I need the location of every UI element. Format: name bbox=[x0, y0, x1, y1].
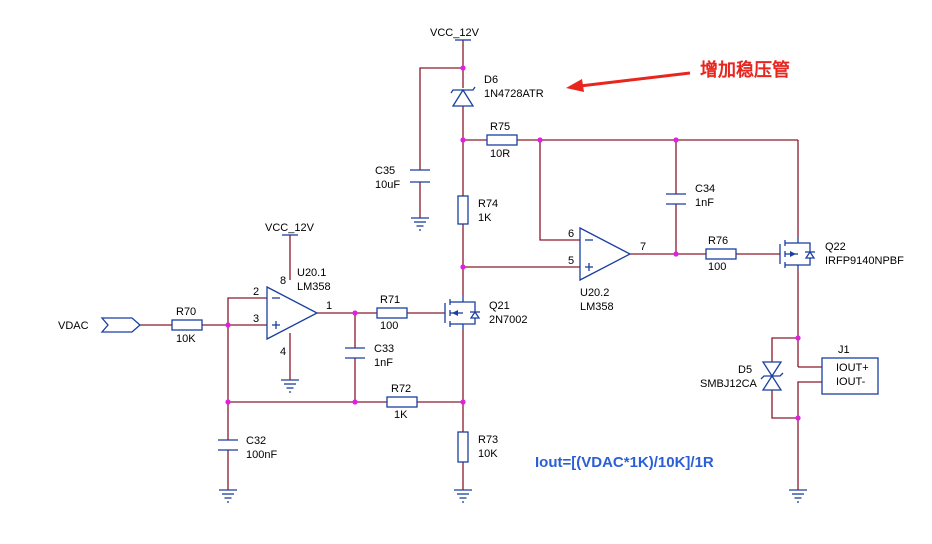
svg-text:R73: R73 bbox=[478, 434, 498, 446]
annotation-arrow: 增加稳压管 bbox=[566, 59, 790, 92]
capacitor-c35: C35 10uF bbox=[375, 165, 430, 231]
svg-text:1K: 1K bbox=[394, 409, 408, 421]
resistor-r75: R75 10R bbox=[486, 121, 518, 160]
svg-text:U20.2: U20.2 bbox=[580, 287, 609, 299]
pmos-q22: Q22 IRFP9140NPBF bbox=[779, 238, 904, 270]
svg-text:IRFP9140NPBF: IRFP9140NPBF bbox=[825, 255, 904, 267]
svg-text:4: 4 bbox=[280, 346, 286, 358]
svg-text:10K: 10K bbox=[176, 333, 196, 345]
svg-text:增加稳压管: 增加稳压管 bbox=[700, 59, 790, 80]
junctions bbox=[225, 65, 801, 421]
svg-text:IOUT+: IOUT+ bbox=[836, 362, 869, 374]
nmos-q21: Q21 2N7002 bbox=[444, 296, 528, 330]
svg-text:VCC_12V: VCC_12V bbox=[265, 222, 315, 234]
svg-text:D5: D5 bbox=[738, 364, 752, 376]
svg-text:6: 6 bbox=[568, 228, 574, 240]
svg-text:C33: C33 bbox=[374, 343, 394, 355]
tvs-diode-d5: D5 SMBJ12CA bbox=[700, 361, 784, 391]
vcc-top: VCC_12V bbox=[430, 27, 480, 41]
vdac-input-port: VDAC bbox=[58, 317, 141, 333]
svg-text:1K: 1K bbox=[478, 212, 492, 224]
svg-text:C32: C32 bbox=[246, 435, 266, 447]
svg-text:1nF: 1nF bbox=[374, 357, 393, 369]
svg-text:1N4728ATR: 1N4728ATR bbox=[484, 88, 544, 100]
svg-text:IOUT-: IOUT- bbox=[836, 376, 866, 388]
svg-text:8: 8 bbox=[280, 275, 286, 287]
svg-text:10uF: 10uF bbox=[375, 179, 400, 191]
capacitor-c33: C33 1nF bbox=[345, 343, 394, 369]
svg-text:3: 3 bbox=[253, 313, 259, 325]
resistor-r74: R74 1K bbox=[457, 195, 498, 225]
svg-text:LM358: LM358 bbox=[297, 281, 331, 293]
svg-text:VCC_12V: VCC_12V bbox=[430, 27, 480, 39]
current-formula: Iout=[(VDAC*1K)/10K]/1R bbox=[535, 454, 714, 471]
svg-text:100: 100 bbox=[380, 320, 398, 332]
svg-text:Q22: Q22 bbox=[825, 241, 846, 253]
svg-text:R70: R70 bbox=[176, 306, 196, 318]
svg-text:R75: R75 bbox=[490, 121, 510, 133]
vcc-opamp: VCC_12V bbox=[265, 222, 315, 236]
svg-text:R72: R72 bbox=[391, 383, 411, 395]
zener-diode-d6: D6 1N4728ATR bbox=[450, 74, 544, 107]
svg-text:1: 1 bbox=[326, 300, 332, 312]
svg-text:R76: R76 bbox=[708, 235, 728, 247]
svg-text:J1: J1 bbox=[838, 344, 850, 356]
svg-text:LM358: LM358 bbox=[580, 301, 614, 313]
svg-text:C35: C35 bbox=[375, 165, 395, 177]
svg-text:7: 7 bbox=[640, 241, 646, 253]
resistor-r76: R76 100 bbox=[705, 235, 737, 273]
svg-text:5: 5 bbox=[568, 255, 574, 267]
svg-text:100nF: 100nF bbox=[246, 449, 277, 461]
svg-text:2N7002: 2N7002 bbox=[489, 314, 528, 326]
resistor-r73: R73 10K bbox=[453, 431, 498, 503]
svg-text:C34: C34 bbox=[695, 183, 715, 195]
capacitor-c32: C32 100nF bbox=[218, 435, 277, 503]
ground-output bbox=[788, 489, 808, 503]
svg-text:SMBJ12CA: SMBJ12CA bbox=[700, 378, 758, 390]
resistor-r70: R70 10K bbox=[171, 306, 203, 345]
wires bbox=[140, 40, 822, 490]
svg-text:Q21: Q21 bbox=[489, 300, 510, 312]
svg-text:10R: 10R bbox=[490, 148, 510, 160]
resistor-r71: R71 100 bbox=[376, 294, 408, 332]
svg-text:R71: R71 bbox=[380, 294, 400, 306]
svg-text:10K: 10K bbox=[478, 448, 498, 460]
svg-text:1nF: 1nF bbox=[695, 197, 714, 209]
capacitor-c34: C34 1nF bbox=[666, 183, 715, 209]
svg-text:D6: D6 bbox=[484, 74, 498, 86]
opamp-u20-2: 6 5 7 U20.2 LM358 bbox=[568, 226, 646, 313]
svg-text:100: 100 bbox=[708, 261, 726, 273]
svg-text:R74: R74 bbox=[478, 198, 498, 210]
connector-j1: J1 IOUT+ IOUT- bbox=[821, 344, 879, 395]
svg-text:Iout=[(VDAC*1K)/10K]/1R: Iout=[(VDAC*1K)/10K]/1R bbox=[535, 454, 714, 471]
svg-text:VDAC: VDAC bbox=[58, 320, 89, 332]
resistor-r72: R72 1K bbox=[386, 383, 418, 421]
svg-text:2: 2 bbox=[253, 286, 259, 298]
svg-text:U20.1: U20.1 bbox=[297, 267, 326, 279]
opamp-u20-1: 8 2 3 1 4 U20.1 LM358 bbox=[253, 267, 332, 393]
